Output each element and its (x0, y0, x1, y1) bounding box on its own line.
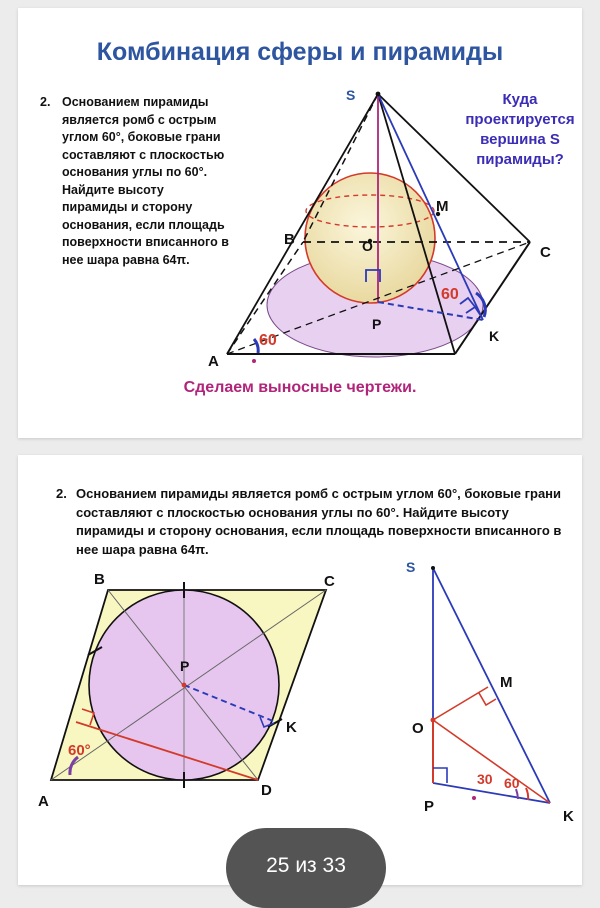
tr-label-O: O (412, 720, 424, 737)
page-counter[interactable]: 25 из 33 (226, 828, 386, 908)
tr-label-M: M (500, 674, 513, 691)
label-P: P (372, 316, 381, 332)
label-B: B (284, 231, 295, 248)
note-text: Сделаем выносные чертежи. (183, 379, 417, 396)
rh-label-P: P (180, 658, 189, 674)
rh-label-A: A (38, 793, 49, 810)
inscribed-circle-base (266, 252, 484, 358)
slide-1: Комбинация сферы и пирамиды 2. Основание… (18, 8, 582, 438)
label-C: C (540, 244, 551, 261)
rh-label-K: K (286, 719, 297, 736)
label-angle-60-a: 60 (259, 332, 277, 349)
tr-label-K: K (563, 808, 574, 825)
label-S: S (346, 87, 355, 103)
label-A: A (208, 353, 219, 370)
label-K: K (489, 328, 499, 344)
problem-text: Основанием пирамиды является ромб с остр… (62, 95, 229, 267)
label-O: O (362, 238, 373, 254)
question-text: Куда проектируется вершина S пирамиды? (465, 91, 575, 168)
rh-label-angle: 60° (68, 742, 91, 759)
slide-title: Комбинация сферы и пирамиды (96, 38, 504, 66)
label-M: M (436, 198, 449, 215)
rh-label-D: D (261, 782, 272, 799)
rh-label-B: B (94, 571, 105, 588)
rh-label-C: C (324, 573, 335, 590)
slide-2: 2. Основанием пирамиды является ромб с о… (18, 455, 582, 885)
tr-label-S: S (406, 559, 415, 575)
label-angle-60-b: 60 (441, 286, 459, 303)
tr-label-P: P (424, 798, 434, 815)
problem-text-2: Основанием пирамиды является ромб с остр… (76, 486, 562, 557)
tr-label-30: 30 (477, 771, 493, 787)
page-counter-label: 25 из 33 (266, 854, 346, 877)
inscribed-circle (88, 589, 280, 781)
tr-label-60: 60 (504, 775, 520, 791)
inscribed-sphere (304, 172, 436, 304)
sphere-equator (305, 194, 435, 228)
problem-number: 2. (40, 95, 51, 109)
problem-number-2: 2. (56, 486, 67, 501)
